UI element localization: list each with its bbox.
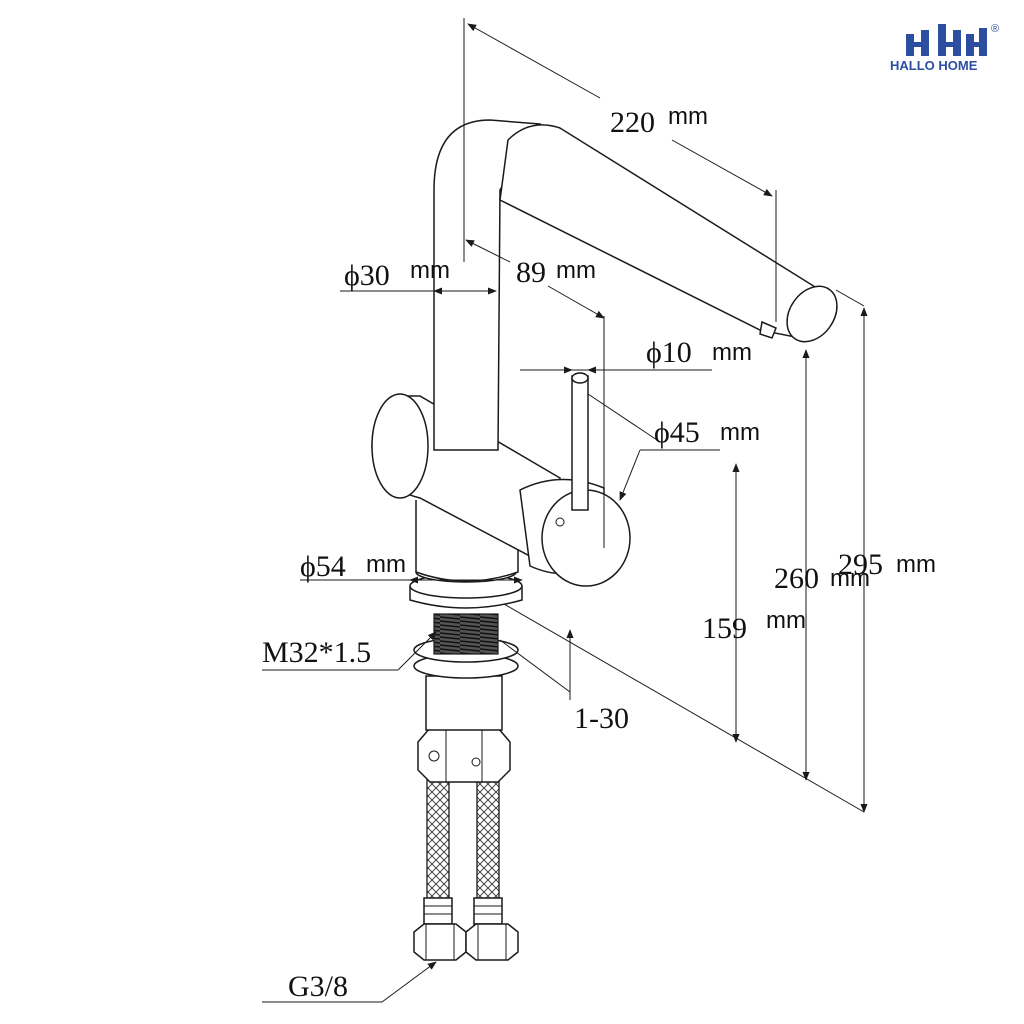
cartridge-back-cap	[371, 393, 429, 499]
supply-hoses	[413, 769, 519, 961]
dim-hose-connection-label: G3/8	[288, 970, 348, 1003]
lever-rod	[571, 375, 589, 511]
hose-nut-left	[413, 923, 467, 961]
hose-right	[476, 769, 500, 901]
hose-ferrule-left	[423, 897, 453, 925]
dim-handle-diameter-unit: mm	[712, 339, 752, 366]
mounting-sleeve	[425, 675, 503, 731]
dim-spout-offset-unit: mm	[556, 257, 596, 284]
mounting-assembly	[409, 561, 523, 783]
spout-arm	[499, 124, 829, 341]
logo-mark-icon	[906, 24, 987, 56]
dimension-labels: 220 mm ϕ30 mm 89 mm ϕ10 mm ϕ45 mm ϕ54 mm…	[262, 103, 936, 1003]
dim-spout-reach-unit: mm	[668, 103, 708, 130]
dim-lever-height-value: 159	[702, 612, 747, 645]
aerator-icon	[759, 320, 777, 339]
mounting-hex-nut	[417, 727, 511, 783]
dimension-lines	[262, 18, 868, 1003]
dim-total-height-value: 295	[838, 548, 883, 581]
dim-base-diameter-unit: mm	[366, 551, 406, 578]
spout-outlet	[786, 285, 838, 343]
dim-outlet-height-value: 260	[774, 562, 819, 595]
dim-base-diameter-value: ϕ54	[300, 550, 346, 583]
faucet-body	[371, 119, 838, 587]
hose-nut-right	[465, 923, 519, 961]
dim-deck-thickness-label: 1-30	[574, 702, 629, 735]
dim-outlet-height-unit: mm	[830, 565, 870, 592]
brand-name: HALLO HOME	[890, 58, 978, 73]
dim-thread-label: M32*1.5	[262, 636, 371, 669]
brand-logo: HALLO HOME ®	[890, 23, 999, 73]
dim-spout-offset-value: 89	[516, 256, 546, 289]
dim-handle-diameter-value: ϕ10	[646, 336, 692, 369]
spout-riser	[433, 119, 542, 451]
dim-cartridge-diameter-unit: mm	[720, 419, 760, 446]
dim-spout-reach-value: 220	[610, 106, 655, 139]
dim-lever-height-unit: mm	[766, 607, 806, 634]
hose-left	[426, 769, 450, 901]
dim-cartridge-diameter-value: ϕ45	[654, 416, 700, 449]
registered-mark: ®	[991, 23, 999, 35]
threaded-shank	[433, 613, 499, 655]
dim-pipe-diameter-unit: mm	[410, 257, 450, 284]
handle-screw-icon	[555, 517, 565, 527]
dim-total-height-unit: mm	[896, 551, 936, 578]
dim-pipe-diameter-value: ϕ30	[344, 259, 390, 292]
hose-ferrule-right	[473, 897, 503, 925]
